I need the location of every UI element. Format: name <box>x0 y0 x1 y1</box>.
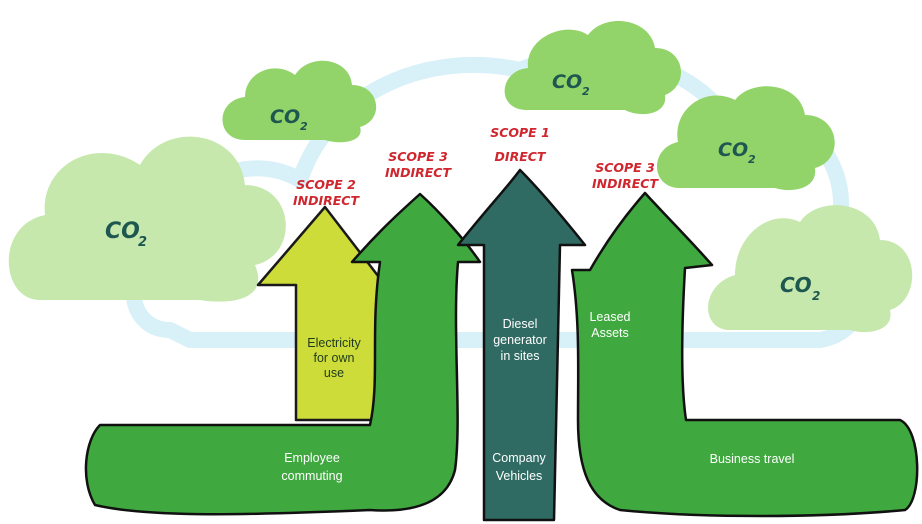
svg-text:for own: for own <box>314 351 355 365</box>
svg-text:Vehicles: Vehicles <box>496 469 543 483</box>
svg-text:commuting: commuting <box>281 469 342 483</box>
co2-label: CO <box>780 273 812 297</box>
svg-text:Business travel: Business travel <box>710 452 795 466</box>
co2-subscript: 2 <box>748 153 756 166</box>
svg-text:Diesel: Diesel <box>503 317 538 331</box>
business-travel-arrow <box>570 191 919 518</box>
svg-text:INDIRECT: INDIRECT <box>293 193 360 208</box>
electricity-label-2: for own <box>314 351 355 365</box>
company-label-2: Vehicles <box>496 469 543 483</box>
svg-text:CO: CO <box>270 106 300 128</box>
scope2-line2: INDIRECT <box>293 193 360 208</box>
svg-text:INDIRECT: INDIRECT <box>385 165 452 180</box>
diesel-label-3: in sites <box>501 349 540 363</box>
scope3-right-line2: INDIRECT <box>592 176 659 191</box>
co2-subscript: 2 <box>300 120 308 133</box>
scope1-line2: DIRECT <box>495 149 547 164</box>
svg-text:CO: CO <box>780 273 812 297</box>
scope3-left-line2: INDIRECT <box>385 165 452 180</box>
svg-text:Leased: Leased <box>589 310 630 324</box>
diesel-label-2: generator <box>493 333 547 347</box>
svg-text:CO: CO <box>718 139 748 161</box>
employee-label-1: Employee <box>284 451 340 465</box>
leased-label-1: Leased <box>589 310 630 324</box>
employee-commuting-arrow <box>84 192 482 516</box>
svg-text:in sites: in sites <box>501 349 540 363</box>
svg-text:use: use <box>324 366 344 380</box>
co2-label: CO <box>552 71 582 93</box>
svg-text:INDIRECT: INDIRECT <box>592 176 659 191</box>
svg-text:SCOPE 1: SCOPE 1 <box>490 125 550 140</box>
co2-subscript: 2 <box>138 235 147 250</box>
company-label-1: Company <box>492 451 546 465</box>
svg-text:SCOPE 3: SCOPE 3 <box>595 160 655 175</box>
svg-text:CO: CO <box>552 71 582 93</box>
scope3-left-line1: SCOPE 3 <box>388 149 448 164</box>
leased-label-2: Assets <box>591 326 629 340</box>
co2-cloud-top-center: CO 2 <box>504 20 682 115</box>
svg-text:SCOPE 2: SCOPE 2 <box>296 177 356 192</box>
co2-cloud-top-left: CO 2 <box>222 60 377 143</box>
diesel-label-1: Diesel <box>503 317 538 331</box>
svg-text:CO: CO <box>105 219 140 244</box>
business-label: Business travel <box>710 452 795 466</box>
svg-text:DIRECT: DIRECT <box>495 149 547 164</box>
svg-text:Assets: Assets <box>591 326 629 340</box>
svg-text:Company: Company <box>492 451 546 465</box>
scope1-line1: SCOPE 1 <box>490 125 550 140</box>
co2-cloud-left-large: CO 2 <box>8 136 286 302</box>
svg-text:generator: generator <box>493 333 547 347</box>
electricity-label-3: use <box>324 366 344 380</box>
co2-subscript: 2 <box>582 85 590 98</box>
employee-label-2: commuting <box>281 469 342 483</box>
co2-label: CO <box>105 219 140 244</box>
scope2-line1: SCOPE 2 <box>296 177 356 192</box>
co2-label: CO <box>718 139 748 161</box>
co2-cloud-right-lower: CO 2 <box>708 205 913 333</box>
svg-text:SCOPE 3: SCOPE 3 <box>388 149 448 164</box>
diesel-arrow <box>456 168 587 522</box>
scope3-right-line1: SCOPE 3 <box>595 160 655 175</box>
co2-label: CO <box>270 106 300 128</box>
svg-text:Employee: Employee <box>284 451 340 465</box>
co2-cloud-right-upper: CO 2 <box>657 86 835 191</box>
electricity-label-1: Electricity <box>307 336 361 350</box>
svg-text:Electricity: Electricity <box>307 336 361 350</box>
co2-subscript: 2 <box>812 289 820 303</box>
